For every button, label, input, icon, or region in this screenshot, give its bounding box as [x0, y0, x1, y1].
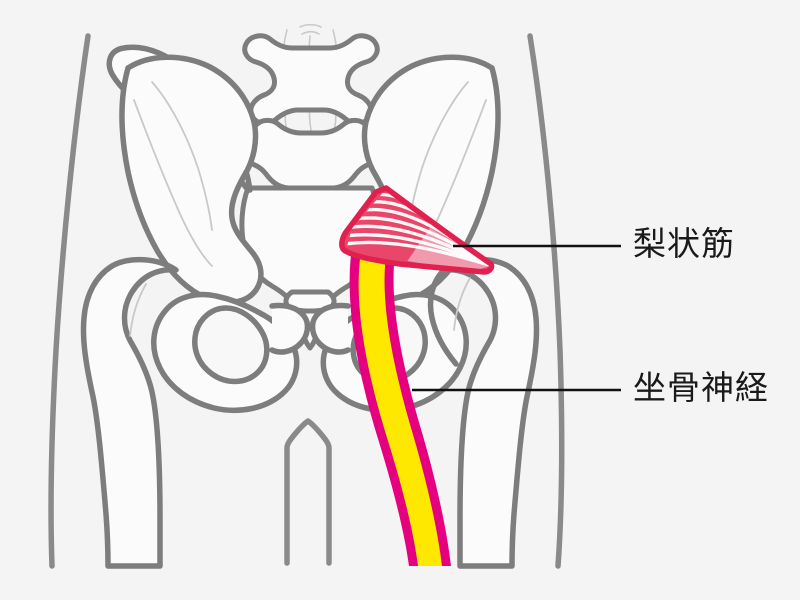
body-silhouette: [48, 33, 565, 569]
ilium-crest-line-left: [151, 81, 213, 231]
ilium-inner-line-left: [133, 99, 213, 267]
femur-neck-line-right: [453, 277, 471, 331]
crotch-outline: [284, 418, 332, 566]
crotch-arch: [284, 418, 332, 566]
label-piriformis: 梨状筋: [633, 224, 735, 263]
pubis-arch-left: [269, 302, 311, 355]
leader-lines: [412, 244, 621, 392]
hip-bone-left: [119, 54, 311, 414]
piriformis-tip-highlight: [404, 228, 490, 272]
femur-right-shape: [441, 256, 540, 569]
body-outline-left: [48, 33, 91, 569]
femur-neck-line-left: [129, 283, 147, 337]
sciatic-nerve: [349, 248, 451, 566]
label-sciatic: 坐骨神経: [633, 368, 769, 407]
femur-right: [427, 256, 540, 569]
ilium-wing-left: [119, 54, 264, 306]
lumbar-vertebra-upper: [242, 33, 380, 126]
sciatic-nerve-core: [358, 252, 442, 566]
greater-trochanter-right: [427, 267, 459, 367]
pubis-arch-right: [309, 302, 351, 355]
body-outline-right: [527, 33, 565, 569]
piriformis-outline: [339, 185, 495, 275]
obturator-foramen-left: [192, 305, 270, 385]
skeleton-group: [80, 23, 540, 569]
femur-left: [80, 256, 179, 569]
femur-left-shape: [80, 256, 179, 569]
